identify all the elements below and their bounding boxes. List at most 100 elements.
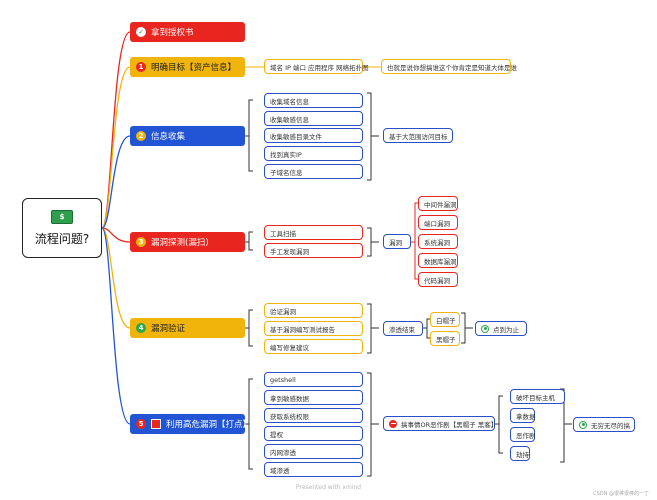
vuln-type[interactable]: 数据库漏洞 [418,253,458,268]
vuln-type[interactable]: 端口漏洞 [418,215,458,230]
topic-info-gathering[interactable]: 2 信息收集 [130,126,245,146]
leaf-label: 获取系统权限 [270,412,309,421]
leaf-label: 系统漏洞 [424,238,450,247]
leaf-label: 端口漏洞 [424,219,450,228]
leaf-label: 点到为止 [493,325,519,334]
vuln-type[interactable]: 代码漏洞 [418,272,458,287]
number-4-icon: 4 [136,323,146,333]
verify-item[interactable]: 编写修复建议 [264,339,363,354]
black-hat[interactable]: 黑帽子 [430,331,460,346]
exploit-item[interactable]: 获取系统权限 [264,408,363,423]
leaf-label: getshell [270,375,296,384]
info-item[interactable]: 收集敏感目录文件 [264,128,363,143]
leaf-label: 黑帽子 [436,335,456,344]
exploit-item[interactable]: getshell [264,372,363,387]
root-topic[interactable]: $ 流程问题? [22,198,102,258]
number-2-icon: 2 [136,131,146,141]
leaf-label: 渗透结束 [389,325,415,334]
leaf-label: 也就是说你想搞谁这个你肯定是知道大体是谁 [387,63,517,72]
topic-label: 漏洞验证 [151,324,186,334]
leaf-label: 内网渗透 [270,448,296,457]
leaf-label: 提权 [270,430,283,439]
info-item[interactable]: 收集敏感信息 [264,111,363,126]
leaf-label: 收集敏感目录文件 [270,132,322,141]
endless-item[interactable]: 无穷无尽的搞 [573,417,635,432]
action-item[interactable]: 劫持 [510,446,530,461]
stop-at-point[interactable]: 点到为止 [475,321,527,336]
info-item[interactable]: 子域名信息 [264,164,363,179]
leaf-label: 数据库漏洞 [424,257,457,266]
asset-info-note[interactable]: 也就是说你想搞谁这个你肯定是知道大体是谁 [381,59,517,74]
connector-line [101,227,131,243]
connector-line [101,227,131,425]
leaf-label: 代码漏洞 [424,276,450,285]
connector-line [245,378,253,470]
verify-item[interactable]: 验证漏洞 [264,303,363,318]
leaf-label: 拿到敏感数据 [270,394,309,403]
connector-line [245,309,253,347]
leaf-label: 漏洞 [389,238,402,247]
no-entry-icon [389,419,397,428]
topic-exploit[interactable]: 5 利用高危漏洞【打点】 [130,414,251,434]
scan-item[interactable]: 工具扫描 [264,225,363,240]
exploit-item[interactable]: 提权 [264,426,363,441]
exploit-item[interactable]: 内网渗透 [264,444,363,459]
info-item[interactable]: 找到真实IP [264,146,363,161]
topic-vuln-verify[interactable]: 4 漏洞验证 [130,318,245,338]
leaf-label: 无穷无尽的搞 [591,421,630,430]
connector-line [367,92,379,181]
connector-line [423,318,431,339]
root-label: 流程问题? [34,231,90,246]
topic-label: 利用高危漏洞【打点】 [166,420,252,430]
leaf-label: 中间件漏洞 [424,200,457,209]
leaf-label: 拿数据 [516,412,536,421]
topic-define-target[interactable]: 1 明确目标【资产信息】 [130,57,245,77]
connector-line [367,227,379,257]
connector-line [101,135,131,229]
leaf-label: 基于大范围访问目标 [389,132,448,141]
connector-line [411,202,419,280]
action-item[interactable]: 拿数据 [510,408,536,423]
white-hat[interactable]: 白帽子 [430,312,460,327]
leaf-label: 基于漏洞编写测试报告 [270,325,335,334]
leaf-label: 破坏目标主机 [516,393,555,402]
leaf-label: 子域名信息 [270,168,303,177]
verify-item[interactable]: 基于漏洞编写测试报告 [264,321,363,336]
leaf-label: 收集敏感信息 [270,115,309,124]
pentest-end-hub[interactable]: 渗透结束 [383,321,423,336]
exploit-item[interactable]: 拿到敏感数据 [264,390,363,405]
exploit-item[interactable]: 域渗透 [264,462,363,477]
connector-line [101,227,131,329]
connector-line [245,99,253,172]
leaf-label: 工具扫描 [270,229,296,238]
leaf-label: 劫持 [516,450,529,459]
vuln-type[interactable]: 系统漏洞 [418,234,458,249]
watermark: CSDN @很棒很棒的一丁 [593,491,649,497]
connector-line [101,31,131,229]
leaf-label: 找到真实IP [270,150,302,159]
scan-item[interactable]: 手工发现漏洞 [264,243,363,258]
info-note[interactable]: 基于大范围访问目标 [383,128,453,143]
leaf-label: 域名 IP 端口 应用程序 网络拓扑图 [270,63,369,72]
topic-authorization[interactable]: ✓ 拿到授权书 [130,22,245,42]
vuln-hub[interactable]: 漏洞 [383,234,411,249]
topic-vuln-scan[interactable]: 3 漏洞探测(漏扫) [130,232,245,252]
asset-info-item[interactable]: 域名 IP 端口 应用程序 网络拓扑图 [264,59,369,74]
number-1-icon: 1 [136,62,146,72]
connector-line [495,395,503,454]
flag-icon [151,419,161,429]
vuln-type[interactable]: 中间件漏洞 [418,196,458,211]
leaf-label: 验证漏洞 [270,307,296,316]
leaf-label: 收集域名信息 [270,97,309,106]
info-item[interactable]: 收集域名信息 [264,93,363,108]
action-item[interactable]: 恶作剧 [510,427,536,442]
footer-credit: Presented with xmind [295,484,362,491]
mischief-hub[interactable]: 搞事情OR恶作剧【黑帽子 黑客】 [383,416,497,431]
leaf-label: 手工发现漏洞 [270,247,309,256]
action-item[interactable]: 破坏目标主机 [510,389,565,404]
leaf-label: 编写修复建议 [270,343,309,352]
connector-line [367,372,379,477]
topic-label: 拿到授权书 [151,28,194,38]
topic-label: 漏洞探测(漏扫) [151,238,209,248]
